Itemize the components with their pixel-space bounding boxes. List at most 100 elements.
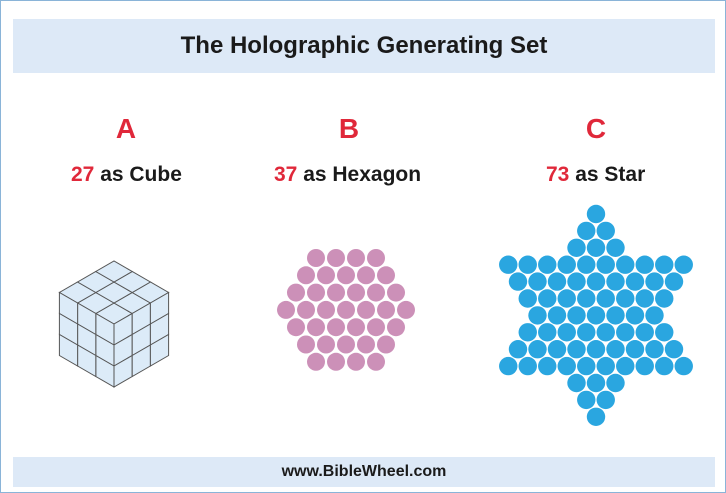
star-circle [664, 272, 684, 291]
star-circle [625, 340, 645, 359]
hexagon-circle [297, 300, 315, 319]
hexagon-circle [277, 300, 295, 319]
star-circle [635, 289, 654, 308]
star-circle [567, 373, 586, 393]
star-circle [596, 255, 615, 274]
hexagon-circle [337, 335, 355, 354]
panel-c-caption: 73 as Star [546, 163, 645, 187]
star-circle [606, 373, 625, 393]
hexagon-circle [387, 283, 405, 302]
hexagon-circle [367, 352, 385, 371]
star-circle [577, 221, 596, 241]
star-circle [528, 340, 547, 359]
panel-b-caption: 37 as Hexagon [274, 163, 421, 187]
cube-top-cell [94, 260, 134, 283]
hexagon-circle [317, 266, 335, 285]
panel-a-label: as Cube [100, 163, 182, 186]
hexagon-circle [307, 318, 325, 337]
star-circle [499, 356, 518, 376]
hexagon-circle [297, 335, 315, 354]
star-circle [635, 323, 654, 342]
star-circle [518, 289, 537, 308]
star-circle [606, 272, 625, 291]
hexagon-circle [327, 318, 345, 337]
star-circle [674, 356, 693, 376]
star-circle [538, 356, 557, 376]
star-circle [577, 289, 596, 308]
hexagon-circle [327, 283, 345, 302]
star-circle [499, 255, 518, 274]
panel-b-number: 37 [274, 163, 298, 186]
star-circle [557, 323, 576, 342]
hexagon-circle [387, 318, 405, 337]
star-circle [567, 238, 586, 257]
star-circle [567, 272, 586, 291]
hexagon-circle [367, 318, 385, 337]
star-circle [557, 289, 576, 308]
star-circle [547, 272, 567, 291]
star-circle [567, 340, 586, 359]
hexagon-circle [307, 352, 325, 371]
hexagon-circle [367, 249, 385, 267]
hexagon-circle [347, 249, 365, 267]
star-circle [557, 356, 576, 376]
star-circle [538, 323, 557, 342]
star-circle [655, 255, 674, 274]
star-circle [664, 340, 684, 359]
star-circle [528, 272, 547, 291]
star-circle [557, 255, 576, 274]
page-title: The Holographic Generating Set [180, 32, 548, 59]
star-circle [567, 306, 586, 325]
star-circle [625, 272, 645, 291]
star-circle [596, 356, 615, 376]
star-circle [586, 272, 606, 291]
panel-c-label: as Star [575, 163, 646, 186]
panel-a-caption: 27 as Cube [71, 163, 182, 187]
hexagon-circle [327, 249, 345, 267]
cube-left-cell [58, 333, 79, 367]
star-circle [616, 289, 635, 308]
star-circle [586, 373, 606, 393]
star-circle [586, 238, 606, 257]
star-circle [508, 340, 528, 359]
panel-c-number: 73 [546, 163, 570, 186]
star-circle [518, 356, 537, 376]
hexagon-circle [357, 300, 375, 319]
hexagon-circle [307, 249, 325, 267]
footer-url: www.BibleWheel.com [281, 463, 447, 480]
star-circle [538, 255, 557, 274]
hexagon-circle [317, 300, 335, 319]
cube-right-cell [149, 333, 170, 367]
star-circle [596, 221, 615, 241]
star-circle [577, 323, 596, 342]
star-circle [577, 255, 596, 274]
hexagon-circle [287, 318, 305, 337]
star-circle [586, 204, 606, 224]
star-circle [596, 390, 615, 410]
star-circle [616, 356, 635, 376]
cube-diagram [58, 260, 170, 388]
hexagon-circle [377, 300, 395, 319]
hexagon-circle [377, 335, 395, 354]
star-circle [674, 255, 693, 274]
star-circle [508, 272, 528, 291]
star-circle [645, 306, 664, 325]
hexagon-circle [357, 335, 375, 354]
star-circle [577, 356, 596, 376]
hexagon-circle [297, 266, 315, 285]
hexagon-circle [307, 283, 325, 302]
title-bar: The Holographic Generating Set [13, 19, 715, 73]
footer-bar: www.BibleWheel.com [13, 457, 715, 487]
star-circle [528, 306, 547, 325]
star-circle [625, 306, 645, 325]
star-circle [606, 238, 625, 257]
star-circle [645, 340, 664, 359]
star-circle [518, 255, 537, 274]
hexagon-circle [287, 283, 305, 302]
star-circle [586, 306, 606, 325]
hexagon-circle [367, 283, 385, 302]
star-circle [655, 356, 674, 376]
star-circle [596, 323, 615, 342]
star-diagram [499, 204, 693, 426]
